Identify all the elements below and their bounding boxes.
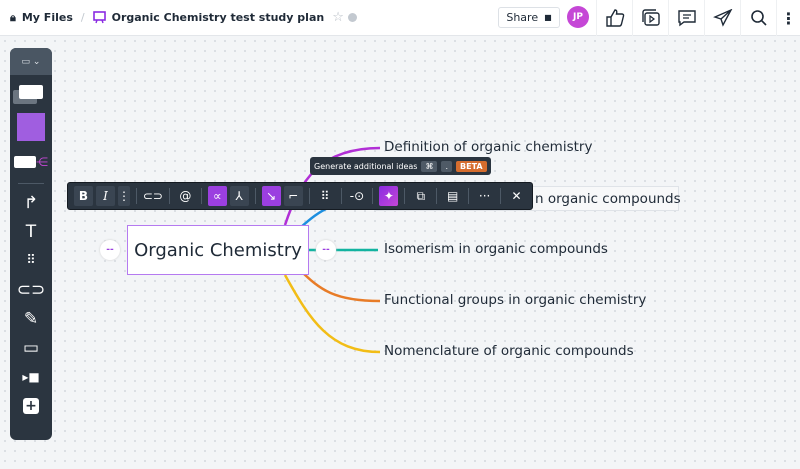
link-icon[interactable]: ⊂⊃: [142, 189, 163, 203]
connector-tool[interactable]: ↱: [23, 192, 39, 213]
shapes-tool[interactable]: ▸■: [22, 369, 40, 384]
divider: [340, 188, 342, 204]
divider: [468, 188, 470, 204]
format-toolbar: B I ⋮ ⊂⊃ @ ∝ ⅄ ↘ ⌐ ⠿ -⊙ ✦ ⧉ ▤ ··· ✕: [67, 182, 533, 210]
star-icon[interactable]: ☆: [332, 10, 344, 25]
link-tool[interactable]: ⊂⊃: [16, 279, 46, 300]
divider: [135, 188, 137, 204]
add-tool[interactable]: +: [10, 391, 52, 420]
sticky-note-tool[interactable]: [10, 109, 52, 145]
comments-icon[interactable]: [668, 0, 704, 36]
mindmap-layout-icon[interactable]: ∝: [207, 186, 227, 206]
card-tool[interactable]: [10, 75, 52, 109]
central-node-label: Organic Chemistry: [134, 239, 302, 261]
collapse-right-button[interactable]: --: [316, 240, 336, 260]
divider: [436, 188, 438, 204]
shortcut-key: ⌘: [421, 160, 438, 172]
breadcrumb-separator: /: [80, 11, 85, 24]
board-icon: [92, 11, 106, 24]
tooltip: Generate additional ideas ⌘ . BETA: [310, 157, 491, 175]
board-menu-button[interactable]: ▭ ⌄: [10, 48, 52, 75]
frame-tool[interactable]: ▭: [22, 337, 40, 358]
divider: [254, 188, 256, 204]
verified-icon: [347, 13, 357, 22]
divider: [372, 188, 374, 204]
lock-icon: ■: [544, 13, 552, 22]
connector-4: [299, 269, 381, 303]
mindmap-node[interactable]: Functional groups in organic chemistry: [384, 292, 647, 308]
curved-line-icon[interactable]: ↘: [261, 186, 281, 206]
divider: [404, 188, 406, 204]
lock-icon: 🔒︎: [10, 10, 16, 24]
presentation-icon[interactable]: [632, 0, 668, 36]
tooltip-text: Generate additional ideas: [314, 161, 418, 171]
divider: [200, 188, 202, 204]
like-icon[interactable]: [596, 0, 632, 36]
close-button[interactable]: ✕: [511, 189, 522, 203]
italic-button[interactable]: I: [95, 186, 115, 206]
divider: [500, 188, 502, 204]
mindmap-node[interactable]: Nomenclature of organic compounds: [384, 343, 634, 359]
elbow-line-icon[interactable]: ⌐: [283, 186, 303, 206]
avatar-initials: JP: [573, 12, 583, 22]
text-options-button[interactable]: ⋮: [117, 186, 130, 206]
board-title[interactable]: Organic Chemistry test study plan: [111, 11, 325, 24]
tree-layout-icon[interactable]: ⅄: [229, 186, 249, 206]
mindmap-node[interactable]: Isomerism in organic compounds: [384, 241, 608, 257]
more-menu-icon[interactable]: ⋮: [776, 0, 800, 36]
divider: [18, 183, 44, 184]
central-node[interactable]: Organic Chemistry: [127, 225, 309, 275]
top-bar: 🔒︎ My Files / Organic Chemistry test stu…: [0, 0, 800, 36]
mention-icon[interactable]: @: [179, 189, 192, 203]
shortcut-key: .: [441, 160, 453, 172]
search-icon[interactable]: [740, 0, 776, 36]
breadcrumb: 🔒︎ My Files / Organic Chemistry test stu…: [10, 10, 357, 25]
mindmap-tool[interactable]: ⋲: [10, 145, 52, 179]
focus-icon[interactable]: -⊙: [349, 189, 365, 203]
divider: [168, 188, 170, 204]
bold-button[interactable]: B: [74, 186, 93, 206]
ai-sparkle-icon[interactable]: ✦: [379, 186, 399, 206]
divider: [308, 188, 310, 204]
share-label: Share: [506, 11, 539, 24]
pencil-tool[interactable]: ✎: [23, 308, 39, 329]
collapse-left-button[interactable]: --: [100, 240, 120, 260]
more-options-button[interactable]: ···: [478, 189, 491, 203]
beta-badge: BETA: [456, 160, 487, 172]
mindmap-node[interactable]: Definition of organic chemistry: [384, 139, 593, 155]
comment-icon[interactable]: ▤: [447, 189, 459, 203]
grid-tool[interactable]: ⠿: [26, 253, 36, 268]
my-files-link[interactable]: My Files: [21, 11, 73, 24]
duplicate-icon[interactable]: ⧉: [416, 188, 426, 203]
mindmap-node-label: n organic compounds: [535, 191, 681, 207]
avatar[interactable]: JP: [567, 6, 589, 28]
left-toolbar: ▭ ⌄ ⋲ ↱ T ⠿ ⊂⊃ ✎ ▭ ▸■ +: [10, 48, 52, 440]
connector-5: [283, 274, 381, 354]
share-button[interactable]: Share ■: [498, 7, 560, 28]
grid-icon[interactable]: ⠿: [320, 189, 330, 203]
send-icon[interactable]: [704, 0, 740, 36]
text-tool[interactable]: T: [25, 221, 37, 242]
